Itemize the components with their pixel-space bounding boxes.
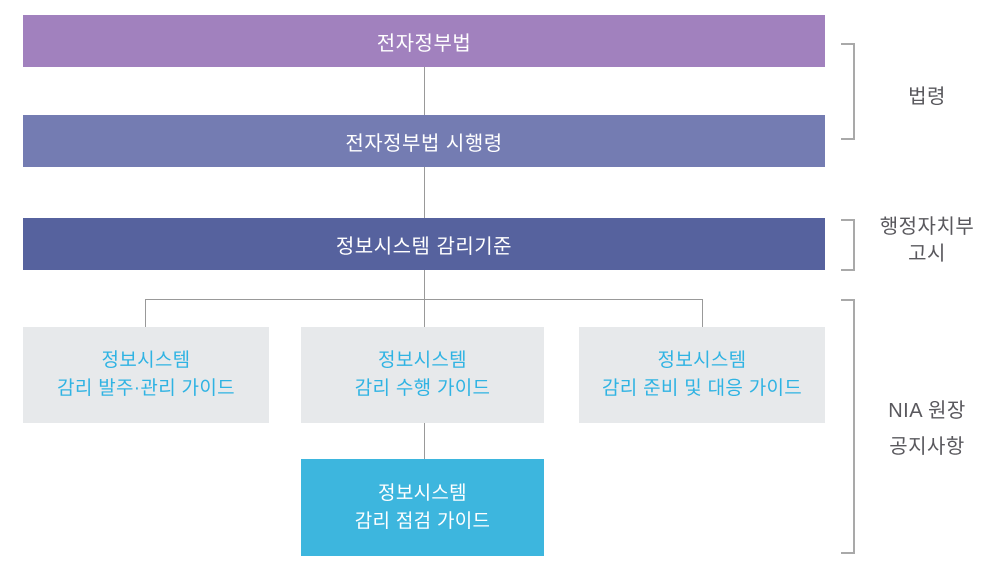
annotation-ministry-notice: 행정자치부 고시	[848, 214, 999, 268]
connector-bar1-bar2	[424, 67, 425, 115]
branch-drop-middle	[424, 299, 425, 327]
bar-e-government-act: 전자정부법	[23, 15, 825, 67]
guide-label-line2: 감리 발주·관리 가이드	[57, 378, 235, 399]
connector-bar2-bar3	[424, 167, 425, 218]
guide-label-line1: 정보시스템	[101, 350, 191, 371]
guide-box-preparation-response: 정보시스템 감리 준비 및 대응 가이드	[579, 327, 825, 423]
annotation-line1: NIA 원장	[888, 400, 966, 422]
connector-guide2-check	[424, 423, 425, 459]
bar-label: 정보시스템 감리기준	[335, 235, 513, 258]
annotation-line2: 고시	[908, 243, 946, 265]
bar-enforcement-decree: 전자정부법 시행령	[23, 115, 825, 167]
branch-drop-left	[145, 299, 146, 327]
bar-label: 전자정부법 시행령	[345, 132, 503, 155]
annotation-line2: 공지사항	[889, 436, 965, 458]
check-label-line2: 감리 점검 가이드	[354, 510, 491, 532]
bar-audit-standard: 정보시스템 감리기준	[23, 218, 825, 270]
guide-label-line2: 감리 준비 및 대응 가이드	[601, 378, 803, 399]
guide-label-line1: 정보시스템	[657, 350, 747, 371]
annotation-line1: 행정자치부	[879, 216, 975, 238]
annotation-line1: 법령	[908, 86, 946, 108]
guide-label-line1: 정보시스템	[378, 350, 467, 371]
annotation-nia-announcement: NIA 원장 공지사항	[848, 393, 999, 465]
annotation-statute: 법령	[848, 80, 999, 109]
connector-bar3-branch	[424, 270, 425, 299]
check-label-line1: 정보시스템	[378, 482, 467, 504]
guide-box-inspection: 정보시스템 감리 점검 가이드	[301, 459, 544, 556]
guide-box-ordering-management: 정보시스템 감리 발주·관리 가이드	[23, 327, 269, 423]
bracket-ministry-notice	[841, 219, 855, 271]
branch-drop-right	[702, 299, 703, 327]
bracket-nia-announcement	[841, 299, 855, 554]
bar-label: 전자정부법	[376, 32, 472, 55]
bracket-statute	[841, 43, 855, 140]
guide-label-line2: 감리 수행 가이드	[354, 378, 491, 399]
guide-box-performance: 정보시스템 감리 수행 가이드	[301, 327, 544, 423]
